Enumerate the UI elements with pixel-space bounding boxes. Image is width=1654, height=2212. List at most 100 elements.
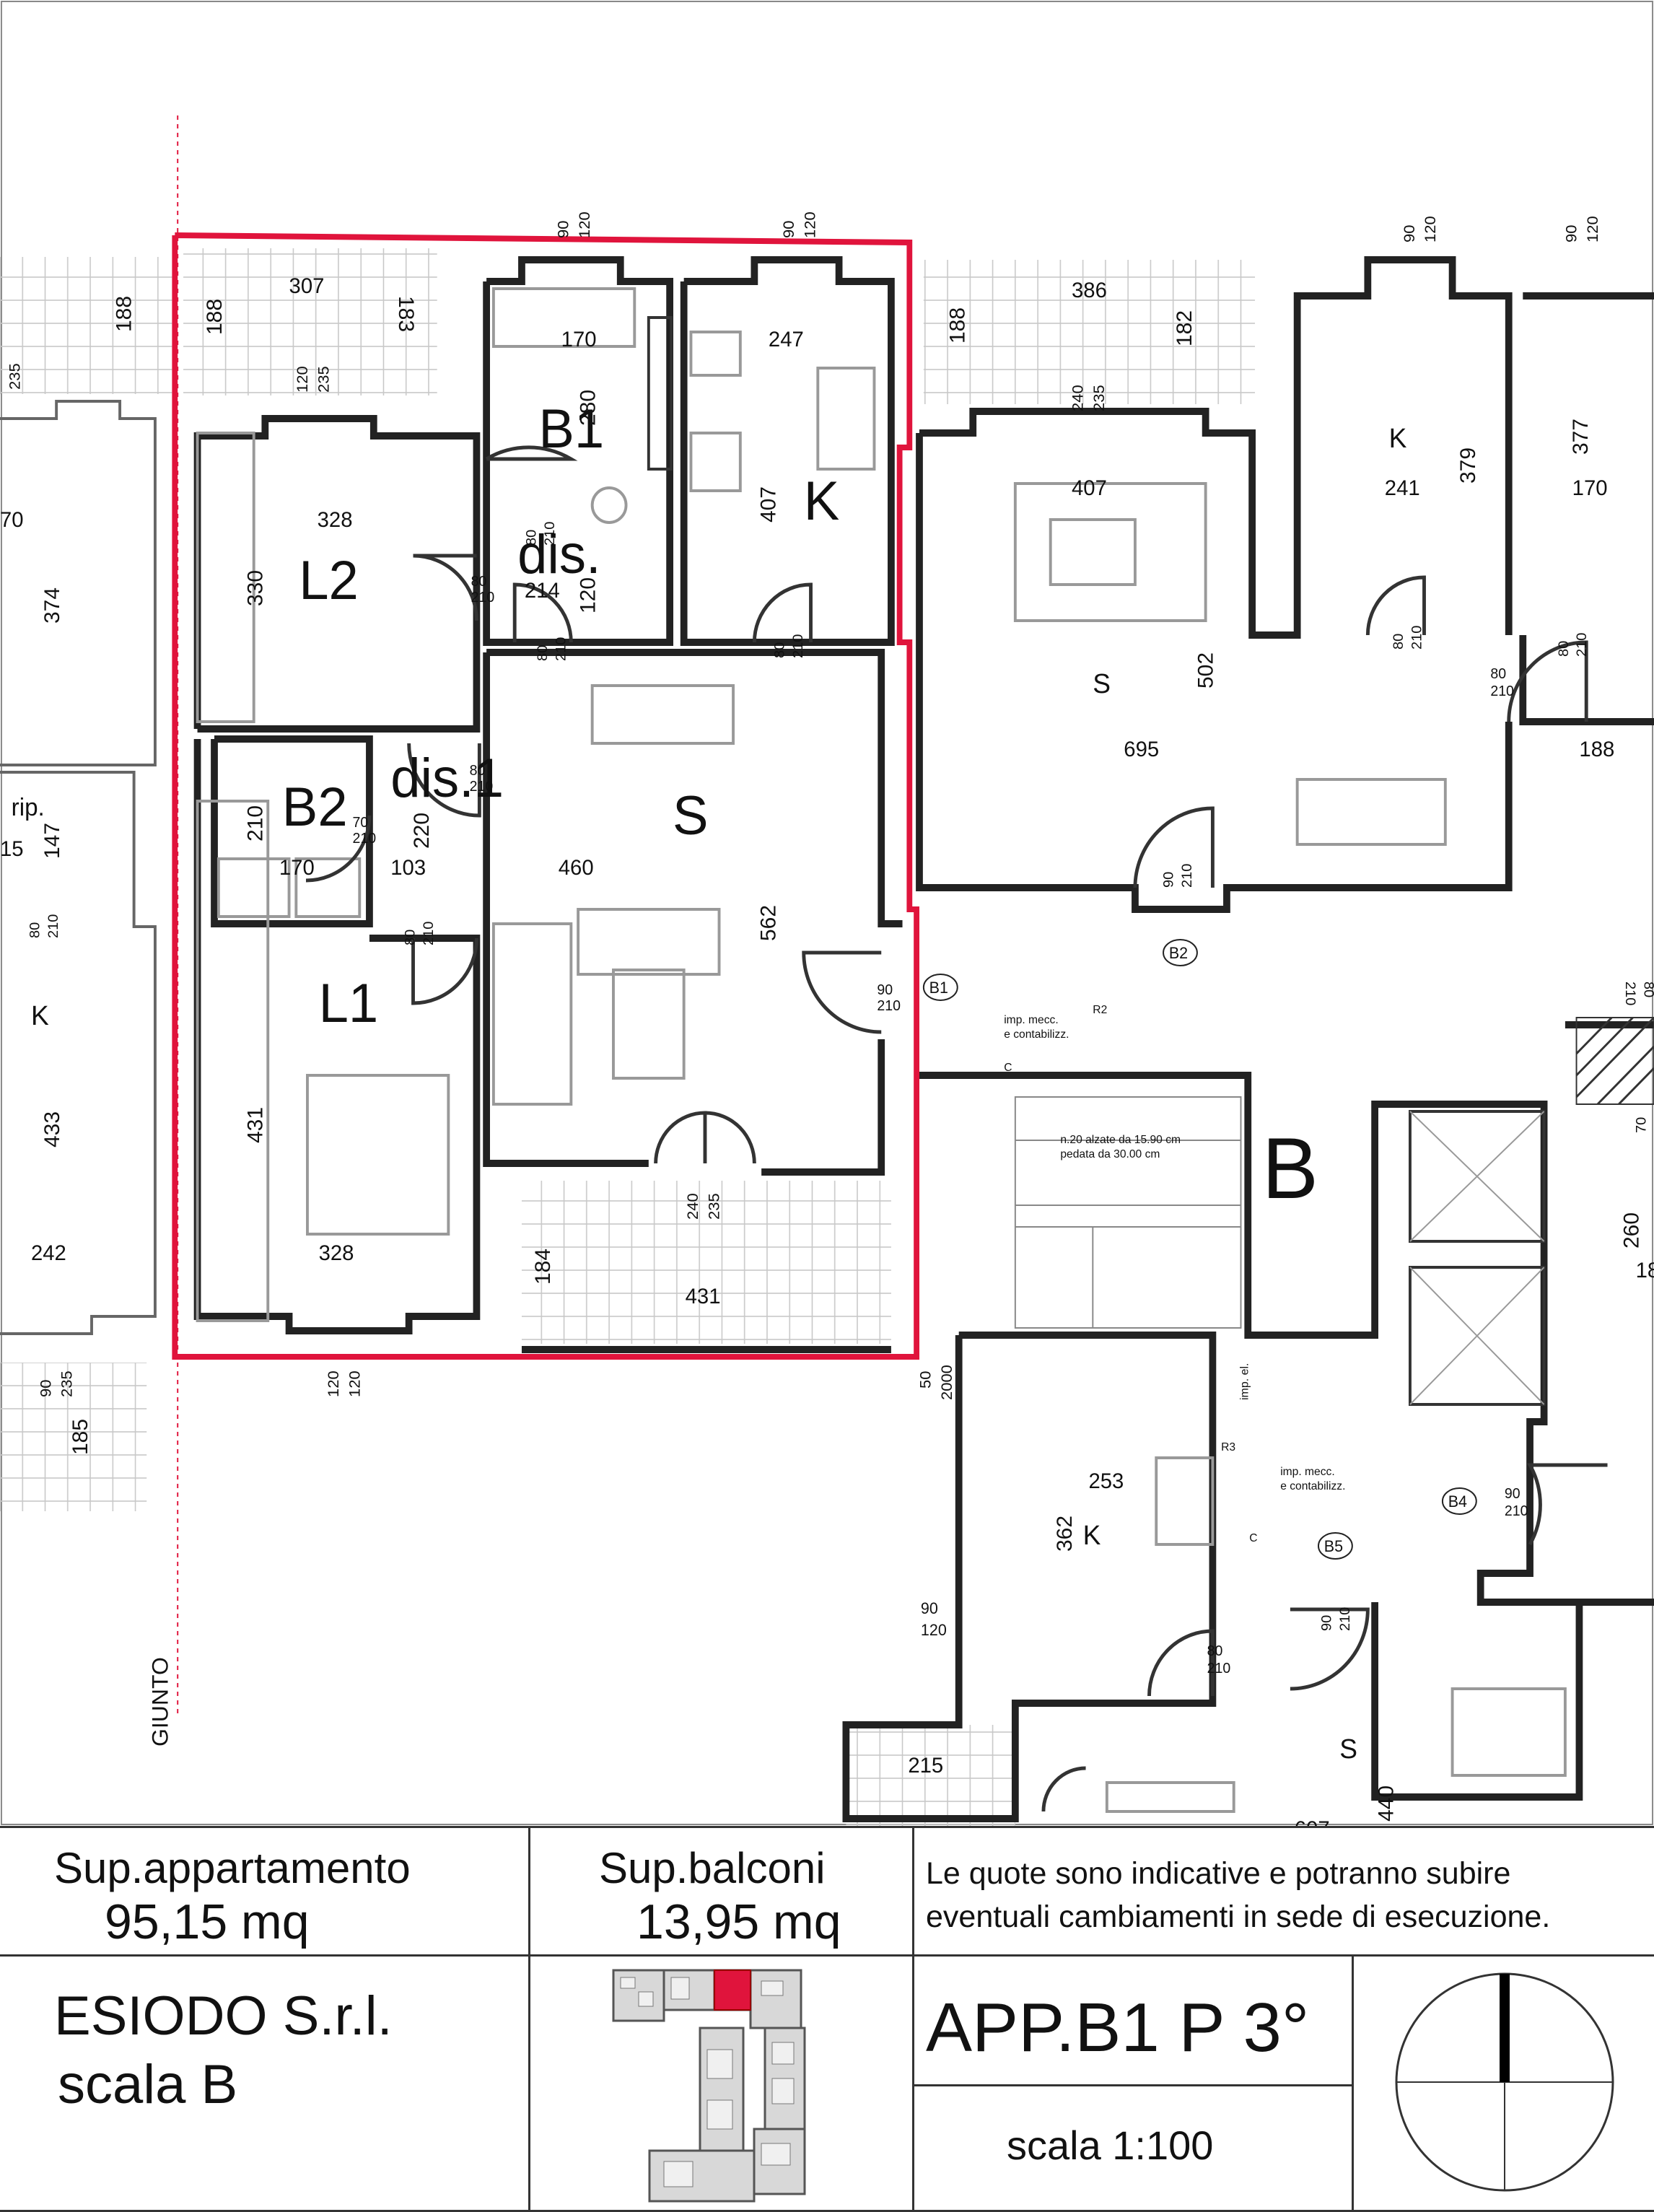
svg-text:B4: B4 [1448, 1492, 1467, 1511]
svg-text:80: 80 [1391, 634, 1406, 650]
svg-text:2000: 2000 [937, 1365, 955, 1400]
room-label-S: S [673, 784, 709, 846]
balcony-lower [846, 1725, 1015, 1826]
svg-text:170: 170 [279, 856, 315, 880]
company-name: ESIODO S.r.l. [54, 1985, 393, 2047]
svg-text:210: 210 [1207, 1661, 1231, 1677]
door-tag-B4: B4 [1441, 1487, 1477, 1515]
north-arrow [1395, 1972, 1614, 2192]
svg-text:90: 90 [1562, 225, 1580, 242]
balcony-area-label: Sup.balconi [599, 1844, 826, 1892]
svg-text:C: C [1249, 1532, 1257, 1544]
svg-text:imp. el.: imp. el. [1238, 1363, 1251, 1400]
svg-text:70: 70 [352, 815, 368, 831]
apartment-area-value: 95,15 mq [105, 1894, 310, 1949]
svg-text:188: 188 [1579, 738, 1614, 761]
svg-text:328: 328 [319, 1241, 354, 1265]
svg-text:90: 90 [1505, 1486, 1520, 1502]
svg-text:80: 80 [403, 930, 419, 945]
svg-text:307: 307 [289, 274, 325, 298]
balcony-bottom [521, 1181, 891, 1344]
room-label-K-left: K [31, 1000, 49, 1031]
dimension-labels: 307 188 188 183 120 235 90 120 90 120 17… [0, 211, 1654, 1826]
svg-text:235: 235 [1090, 385, 1108, 411]
room-label-K-lower: K [1083, 1520, 1101, 1550]
svg-text:185: 185 [69, 1419, 92, 1455]
svg-text:R3: R3 [1221, 1441, 1235, 1453]
svg-text:210: 210 [1337, 1607, 1353, 1631]
svg-text:R2: R2 [1093, 1004, 1107, 1016]
room-label-K: K [804, 470, 840, 531]
svg-text:280: 280 [577, 390, 600, 426]
svg-text:120: 120 [577, 577, 600, 613]
svg-text:330: 330 [244, 570, 268, 606]
svg-text:460: 460 [559, 856, 594, 880]
svg-text:90: 90 [921, 1599, 938, 1617]
svg-text:247: 247 [769, 328, 804, 351]
svg-text:386: 386 [1072, 279, 1107, 302]
svg-text:210: 210 [1409, 626, 1425, 650]
apartment-area-label: Sup.appartamento [54, 1844, 411, 1892]
svg-text:431: 431 [686, 1285, 721, 1308]
svg-text:188: 188 [203, 299, 227, 335]
svg-text:120: 120 [575, 211, 593, 238]
svg-text:80: 80 [470, 763, 486, 779]
elevators [1409, 1016, 1654, 1406]
door-tag-B1: B1 [922, 974, 958, 1001]
svg-text:188: 188 [946, 307, 970, 344]
svg-text:170: 170 [1572, 476, 1608, 500]
svg-text:80: 80 [1640, 982, 1654, 997]
svg-text:328: 328 [318, 508, 353, 532]
svg-text:70: 70 [0, 508, 24, 532]
apartment-id: APP.B1 P 3° [926, 1989, 1310, 2066]
svg-text:210: 210 [471, 590, 495, 606]
svg-text:215: 215 [908, 1754, 943, 1778]
svg-text:210: 210 [45, 914, 61, 938]
svg-text:210: 210 [1490, 683, 1514, 699]
svg-text:182: 182 [1173, 310, 1196, 346]
svg-text:183: 183 [394, 296, 418, 332]
joint-label: GIUNTO [147, 1657, 173, 1747]
room-label-dis1: dis.1 [390, 747, 504, 808]
svg-text:B5: B5 [1324, 1537, 1343, 1555]
svg-text:imp. mecc.: imp. mecc. [1004, 1014, 1058, 1026]
balcony-bottom-left [0, 1363, 147, 1511]
disclaimer-line1: Le quote sono indicative e potranno subi… [926, 1856, 1511, 1891]
room-label-S-lower: S [1339, 1734, 1357, 1764]
svg-text:210: 210 [542, 522, 558, 546]
svg-text:260: 260 [1620, 1212, 1644, 1249]
svg-text:90: 90 [37, 1380, 55, 1397]
svg-text:440: 440 [1375, 1785, 1399, 1822]
door-tag-B5: B5 [1317, 1532, 1353, 1560]
svg-text:235: 235 [315, 366, 333, 393]
svg-text:C: C [1004, 1062, 1012, 1074]
svg-text:120: 120 [801, 211, 819, 238]
svg-text:120: 120 [1421, 216, 1439, 242]
room-label-dis: dis. [517, 523, 601, 585]
svg-text:80: 80 [1490, 666, 1506, 682]
svg-text:210: 210 [1179, 864, 1195, 888]
room-label-B1: B1 [538, 398, 604, 459]
svg-text:15: 15 [0, 837, 24, 861]
svg-text:90: 90 [779, 221, 797, 238]
svg-text:431: 431 [244, 1107, 268, 1143]
svg-text:374: 374 [40, 587, 64, 624]
door-tag-B2: B2 [1163, 939, 1198, 966]
svg-text:90: 90 [1161, 872, 1177, 888]
svg-text:imp. mecc.: imp. mecc. [1280, 1466, 1334, 1478]
room-label-K-right: K [1389, 423, 1407, 453]
walls-neighbors [0, 256, 1654, 1822]
svg-text:80: 80 [524, 530, 540, 546]
svg-text:210: 210 [790, 634, 806, 658]
svg-text:210: 210 [1574, 633, 1590, 657]
svg-text:80: 80 [535, 645, 551, 661]
svg-text:210: 210 [553, 637, 569, 661]
key-plan [612, 1969, 806, 2203]
svg-text:80: 80 [27, 922, 43, 938]
staircase-name: scala B [58, 2054, 238, 2115]
svg-text:242: 242 [31, 1241, 66, 1265]
svg-text:407: 407 [757, 486, 781, 523]
svg-text:80: 80 [1207, 1643, 1223, 1659]
svg-text:214: 214 [525, 579, 560, 603]
balcony-area-value: 13,95 mq [636, 1894, 841, 1949]
